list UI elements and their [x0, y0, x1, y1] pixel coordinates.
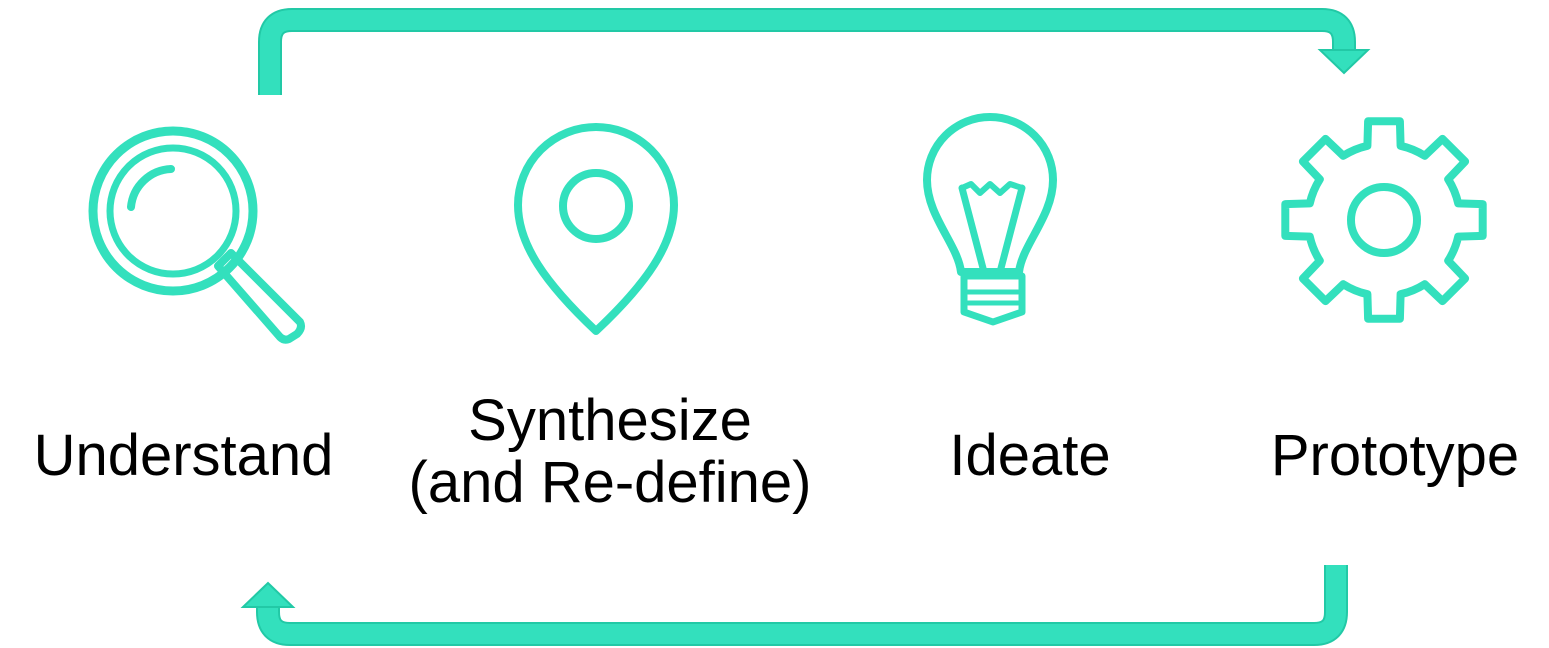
stage-label-line: (and Re-define) [408, 450, 812, 515]
stage-label-line: Understand [33, 423, 334, 488]
forward-cycle-arrow [258, 8, 1371, 95]
gear-icon [1281, 117, 1487, 323]
stage-label-synthesize: Synthesize (and Re-define) [380, 390, 840, 514]
light-bulb-icon [923, 113, 1057, 326]
stage-label-prototype: Prototype [1245, 425, 1545, 487]
stage-label-line: Synthesize [468, 388, 752, 453]
magnifying-glass-icon [88, 126, 305, 344]
stage-label-line: Prototype [1270, 423, 1520, 488]
map-pin-icon [514, 123, 678, 335]
stage-label-ideate: Ideate [900, 425, 1160, 487]
return-arrowhead [240, 581, 296, 608]
stage-label-understand: Understand [6, 425, 361, 487]
forward-arrowhead [1317, 49, 1371, 75]
return-cycle-arrow [240, 565, 1348, 646]
stage-label-line: Ideate [949, 423, 1111, 488]
